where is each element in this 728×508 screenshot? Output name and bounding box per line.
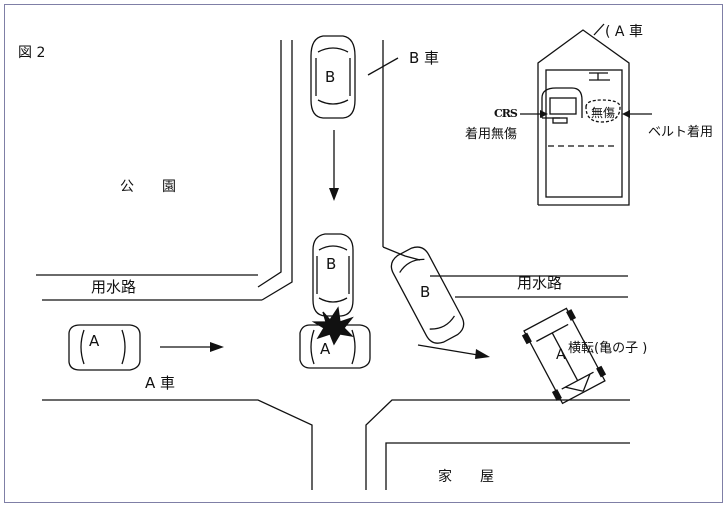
car-b-final bbox=[390, 246, 465, 344]
figure-frame bbox=[4, 4, 723, 503]
park-right-edge bbox=[257, 40, 282, 288]
right-road-edge-bend bbox=[382, 246, 421, 261]
car-b-initial bbox=[310, 35, 356, 119]
crs-label: CRS bbox=[494, 107, 518, 120]
a-car-label: A 車 bbox=[145, 374, 176, 392]
canal-label-left: 用水路 bbox=[91, 278, 137, 296]
canal-label-right: 用水路 bbox=[517, 274, 563, 292]
impact-star bbox=[311, 306, 354, 346]
inset-car-outline bbox=[520, 23, 652, 206]
park-label: 公 園 bbox=[120, 179, 176, 195]
car-a-collision-mark: A bbox=[320, 340, 331, 358]
rollover-note: 横転(亀の子 ) bbox=[568, 341, 648, 356]
road-lines bbox=[36, 40, 630, 490]
inset-seat-status: 無傷 bbox=[591, 106, 616, 120]
house-block bbox=[385, 442, 630, 490]
car-b-collision-mark: B bbox=[326, 255, 337, 273]
crs-status: 着用無傷 bbox=[465, 127, 518, 142]
car-b-collision bbox=[312, 233, 354, 317]
figure-label: 図 2 bbox=[18, 45, 46, 61]
inset-header: ( A 車 bbox=[605, 24, 643, 40]
canal-corner-left bbox=[261, 40, 293, 301]
car-a-overturned bbox=[521, 307, 607, 405]
car-a-overturned-mark: A bbox=[556, 347, 566, 363]
car-a-initial-mark: A bbox=[89, 332, 100, 350]
motion-arrows bbox=[160, 57, 490, 359]
belt-status: ベルト着用 bbox=[648, 125, 714, 140]
house-label: 家 屋 bbox=[438, 469, 494, 485]
car-a-collision bbox=[299, 324, 371, 369]
south-right-road bbox=[365, 399, 630, 490]
car-a-initial bbox=[68, 324, 141, 371]
south-left-road bbox=[42, 399, 313, 490]
car-b-initial-mark: B bbox=[325, 68, 336, 86]
car-b-final-mark: B bbox=[420, 283, 431, 301]
b-car-label: B 車 bbox=[409, 49, 440, 67]
